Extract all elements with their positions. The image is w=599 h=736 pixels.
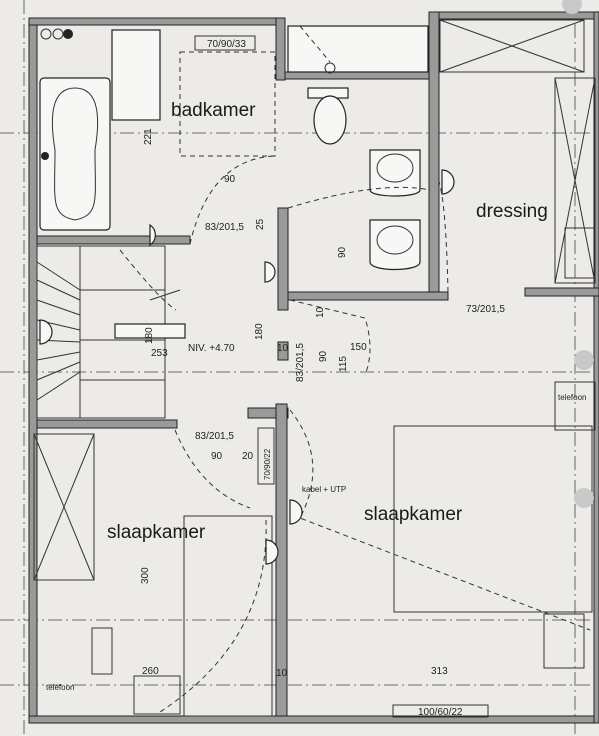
dim-300: 300 [140,567,151,584]
dim-10-c: 10 [276,668,288,679]
staircase [36,245,186,419]
dressing-cabinet-right [554,77,596,284]
washbasin-2 [369,219,421,271]
dim-90-bath: 90 [224,174,236,185]
shower-left [111,29,161,121]
window-label-side: 70/90/22 [263,448,272,480]
interior-walls [36,11,599,717]
toilet-bath [307,87,349,145]
washbasin-1 [369,149,421,197]
dressing-cabinet-top [439,19,585,73]
window-label-top: 70/90/33 [207,39,246,50]
room-label-dressing: dressing [476,201,548,222]
level-label: NIV. +4.70 [188,343,235,354]
wardrobe-left [33,433,95,581]
dim-20: 20 [242,451,254,462]
dim-10-a: 10 [315,306,326,318]
dim-180-a: 180 [144,327,155,344]
bed-right [393,381,596,669]
dim-313: 313 [431,666,448,677]
dim-door-bath: 83/201,5 [205,222,244,233]
dim-10-b: 10 [277,343,289,354]
room-label-bedroom-small: slaapkamer [107,522,206,543]
dim-150: 150 [350,342,367,353]
room-label-bedroom-large: slaapkamer [364,504,463,525]
dim-260: 260 [142,666,159,677]
bathtub [39,77,111,231]
dim-door-dressing: 73/201,5 [466,304,505,315]
dim-115: 115 [338,356,349,372]
cable-label: kabel + UTP [302,485,346,494]
socket-symbols [39,28,455,565]
dim-253: 253 [151,348,168,359]
phone-label-left: telefoon [46,683,74,692]
dim-door-hall: 83/201,5 [295,343,306,382]
dim-90-bed: 90 [211,451,223,462]
binder-holes [562,0,594,508]
window-box-top [179,35,276,157]
dim-90-hall: 90 [318,350,329,362]
dim-90-vert: 90 [337,246,348,258]
wc-small [287,25,429,74]
bed-left [91,515,273,717]
dim-door-bed: 83/201,5 [195,431,234,442]
window-label-bottom: 100/60/22 [418,707,463,718]
dim-25: 25 [255,218,266,230]
room-label-bathroom: badkamer [171,100,256,121]
phone-label-right: telefoon [558,393,586,402]
dim-221: 221 [143,128,154,145]
dim-180-b: 180 [254,323,265,340]
